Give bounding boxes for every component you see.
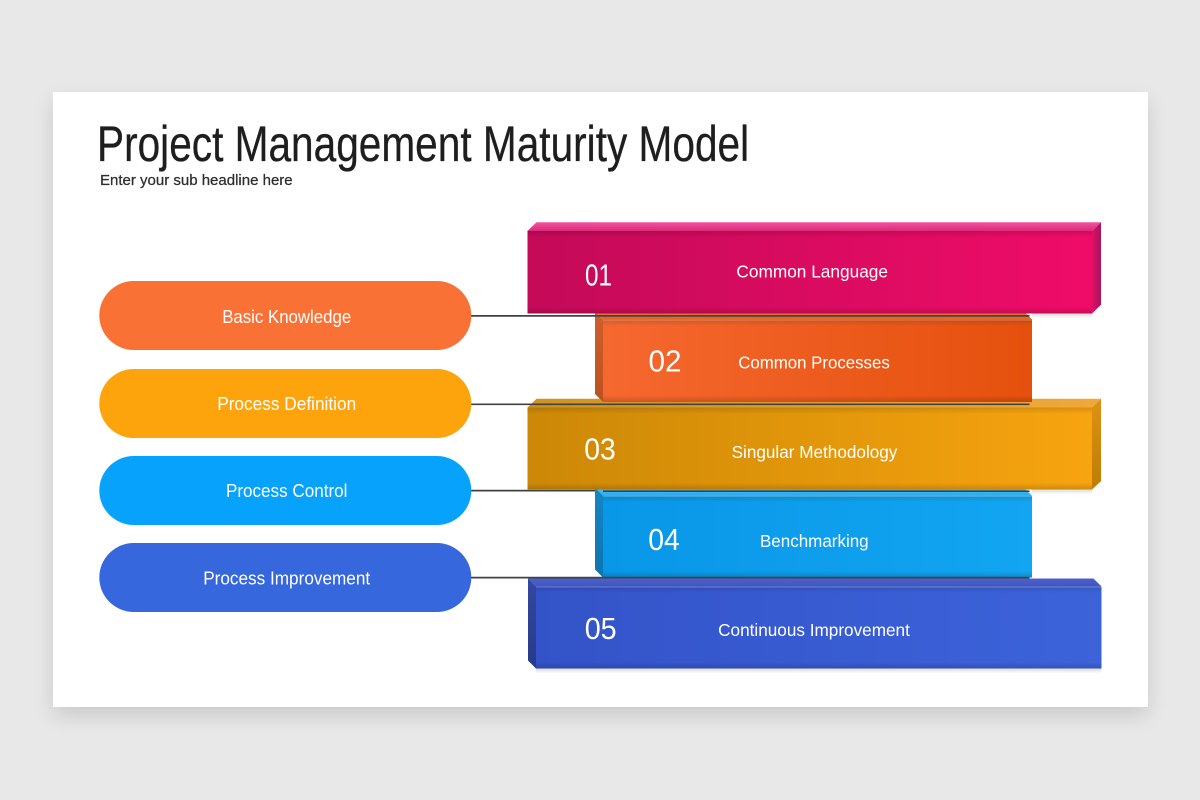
- svg-text:Basic Knowledge: Basic Knowledge: [222, 306, 351, 327]
- svg-text:Process Improvement: Process Improvement: [203, 567, 370, 588]
- svg-text:Process Definition: Process Definition: [217, 393, 356, 414]
- svg-text:Process Control: Process Control: [226, 480, 348, 501]
- svg-text:Benchmarking: Benchmarking: [760, 531, 869, 551]
- svg-text:01: 01: [585, 257, 612, 292]
- svg-text:Common Language: Common Language: [736, 262, 888, 282]
- svg-text:02: 02: [649, 343, 682, 378]
- svg-text:Common Processes: Common Processes: [738, 353, 890, 373]
- svg-text:03: 03: [584, 432, 616, 467]
- svg-text:Continuous Improvement: Continuous Improvement: [718, 620, 910, 640]
- svg-text:04: 04: [648, 522, 680, 557]
- svg-text:05: 05: [585, 611, 617, 646]
- svg-text:Singular Methodology: Singular Methodology: [732, 442, 898, 462]
